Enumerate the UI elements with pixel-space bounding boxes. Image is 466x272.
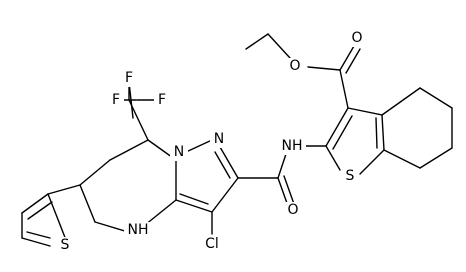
atom-nitrogen-pyrazole: N [214, 131, 224, 147]
atom-nitrogen-bridgehead: N [174, 144, 184, 160]
atom-fluorine-right: F [158, 92, 166, 108]
atom-oxygen-amide: O [287, 202, 298, 218]
atom-labels: F F F N N NH Cl O NH S S O O [56, 30, 366, 254]
atom-oxygen-ester-carbonyl: O [351, 30, 362, 46]
atom-sulfur-thiophene: S [61, 237, 70, 253]
atom-sulfur-benzothiophene: S [346, 168, 355, 184]
atom-fluorine-left: F [112, 92, 120, 108]
atom-fluorine-top: F [125, 70, 133, 86]
atom-nh-ring: NH [128, 222, 149, 238]
atom-chlorine: Cl [205, 236, 219, 252]
atom-nh-amide: NH [282, 138, 303, 154]
bond-lines [21, 33, 453, 247]
atom-oxygen-ester: O [289, 58, 300, 74]
